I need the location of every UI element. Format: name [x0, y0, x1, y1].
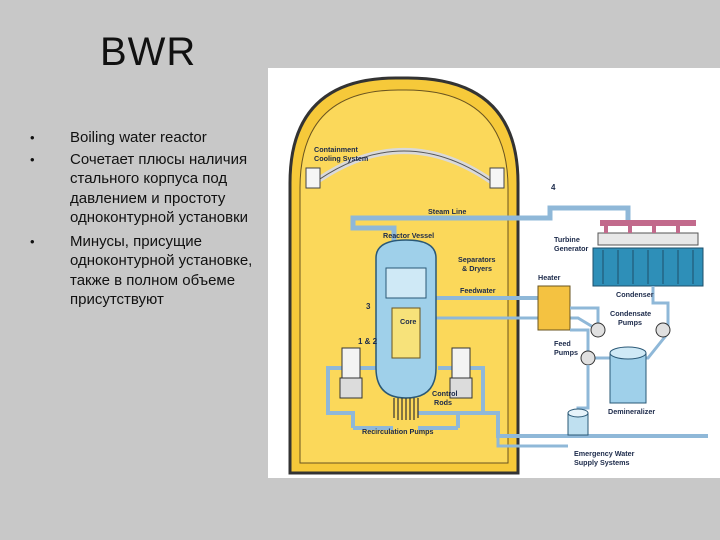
separators-dryers — [385, 267, 427, 299]
condensate-pump-right — [655, 322, 671, 338]
label-condensate: Condensate — [610, 309, 651, 318]
bullet-item: Boiling water reactor — [30, 128, 270, 148]
label-generator: Generator — [554, 244, 589, 253]
spray-nozzle-right — [489, 167, 505, 189]
turbine-generator — [597, 220, 699, 246]
label-separators: Separators — [458, 255, 496, 264]
bullet-item: Минусы, присущие одноконтурной установке… — [30, 232, 270, 310]
label-feedwater: Feedwater — [460, 286, 496, 295]
label-num-1-2: 1 & 2 — [358, 337, 378, 346]
label-control: Control — [432, 389, 458, 398]
demineralizer — [609, 346, 647, 404]
label-feed: Feed — [554, 339, 571, 348]
label-steam-line: Steam Line — [428, 207, 466, 216]
bullet-list: Boiling water reactor Сочетает плюсы нал… — [30, 128, 270, 312]
emergency-water-tank — [567, 408, 589, 436]
recirculation-pump-right — [449, 347, 473, 399]
emergency-water-line-lower — [496, 436, 568, 448]
label-cooling-system: Cooling System — [314, 154, 368, 163]
label-rods: Rods — [434, 398, 452, 407]
label-emergency-water: Emergency Water — [574, 449, 635, 458]
label-recirculation-pumps: Recirculation Pumps — [362, 427, 434, 436]
feed-pump — [580, 350, 596, 366]
slide-title: BWR — [100, 30, 197, 74]
condensate-pump-left — [590, 322, 606, 338]
label-feed-pumps: Pumps — [554, 348, 578, 357]
label-supply-systems: Supply Systems — [574, 458, 630, 467]
label-num-3: 3 — [366, 302, 371, 311]
recirculation-pump-left — [339, 347, 363, 399]
label-num-4: 4 — [551, 183, 556, 192]
label-heater: Heater — [538, 273, 561, 282]
label-condenser: Condenser — [616, 290, 654, 299]
condenser-tubes — [602, 250, 694, 284]
feedwater-line-lower — [428, 316, 599, 332]
steam-line — [350, 205, 631, 258]
label-dryers: & Dryers — [462, 264, 492, 273]
label-containment: Containment — [314, 145, 359, 154]
label-demineralizer: Demineralizer — [608, 407, 655, 416]
label-reactor-vessel: Reactor Vessel — [383, 231, 434, 240]
label-condensate-pumps: Pumps — [618, 318, 642, 327]
label-core: Core — [400, 317, 416, 326]
control-rods — [393, 398, 419, 420]
label-turbine: Turbine — [554, 235, 580, 244]
heater — [537, 285, 571, 331]
emergency-water-line — [418, 411, 708, 438]
condensate-line — [570, 286, 670, 360]
containment-cooling-arc-edge — [309, 150, 499, 187]
bwr-diagram: Containment Cooling System Steam Line Re… — [268, 68, 720, 478]
bwr-diagram-svg: Containment Cooling System Steam Line Re… — [288, 76, 708, 475]
spray-nozzle-left — [305, 167, 321, 189]
reactor-core — [391, 307, 421, 359]
bullet-item: Сочетает плюсы наличия стального корпуса… — [30, 150, 270, 228]
